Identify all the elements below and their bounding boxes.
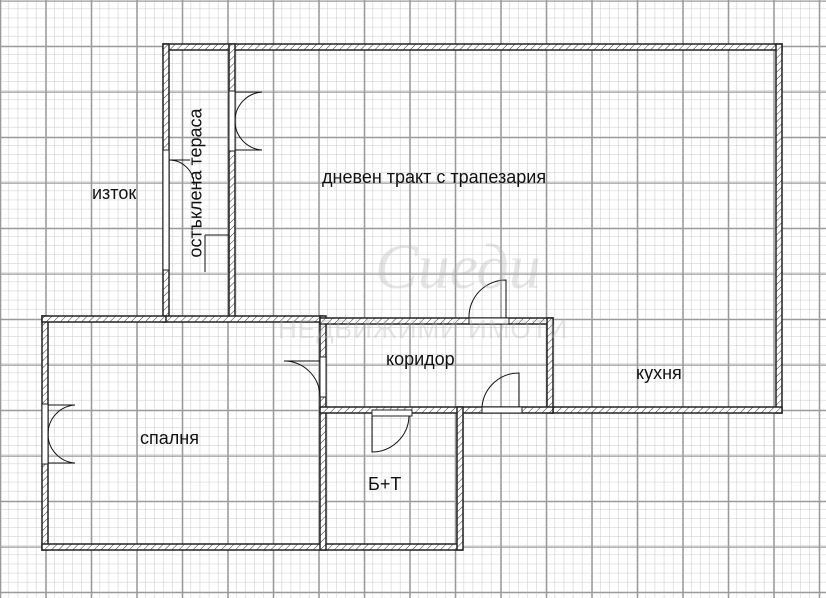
door-terrace-living[interactable] <box>234 91 263 151</box>
door-opening <box>162 149 170 271</box>
door-opening <box>41 403 49 465</box>
door-opening <box>468 317 510 325</box>
watermark-script: Сиеди <box>375 231 541 302</box>
door-opening <box>481 406 523 414</box>
wall-bedroom-right <box>319 315 327 551</box>
window-terrace[interactable] <box>204 234 230 272</box>
door-terrace-1[interactable] <box>168 159 195 186</box>
orientation-label: изток <box>92 183 137 203</box>
room-label-corridor: коридор <box>386 349 455 369</box>
door-opening <box>228 90 236 152</box>
wall-bottom <box>41 543 463 551</box>
room-label-bedroom: спалня <box>140 428 199 448</box>
door-bedroom-window[interactable] <box>47 404 76 464</box>
wall-right <box>775 43 783 414</box>
wall-top <box>162 43 783 51</box>
room-label-kitchen: кухня <box>636 363 682 383</box>
room-label-bathroom: Б+Т <box>368 474 402 494</box>
watermark-caption: НЕДВИЖИМИ ИМОТИ <box>278 314 569 344</box>
wall-corridor-bottom <box>319 406 554 414</box>
door-bedroom[interactable] <box>283 360 321 398</box>
room-label-living: дневен тракт с трапезария <box>322 167 547 187</box>
wall-kitchen-bottom <box>550 406 783 414</box>
door-bathroom[interactable] <box>371 415 410 453</box>
door-opening <box>319 356 327 398</box>
door-opening <box>371 409 413 417</box>
door-kitchen[interactable] <box>481 372 520 408</box>
door-living[interactable] <box>468 279 507 319</box>
room-label-terrace: остъклена тераса <box>185 108 206 258</box>
wall-terrace-inner <box>228 43 236 321</box>
doors <box>47 91 520 464</box>
wall-bedroom-top <box>41 315 167 323</box>
walls <box>41 43 783 551</box>
wall-bathroom-right <box>456 406 464 551</box>
